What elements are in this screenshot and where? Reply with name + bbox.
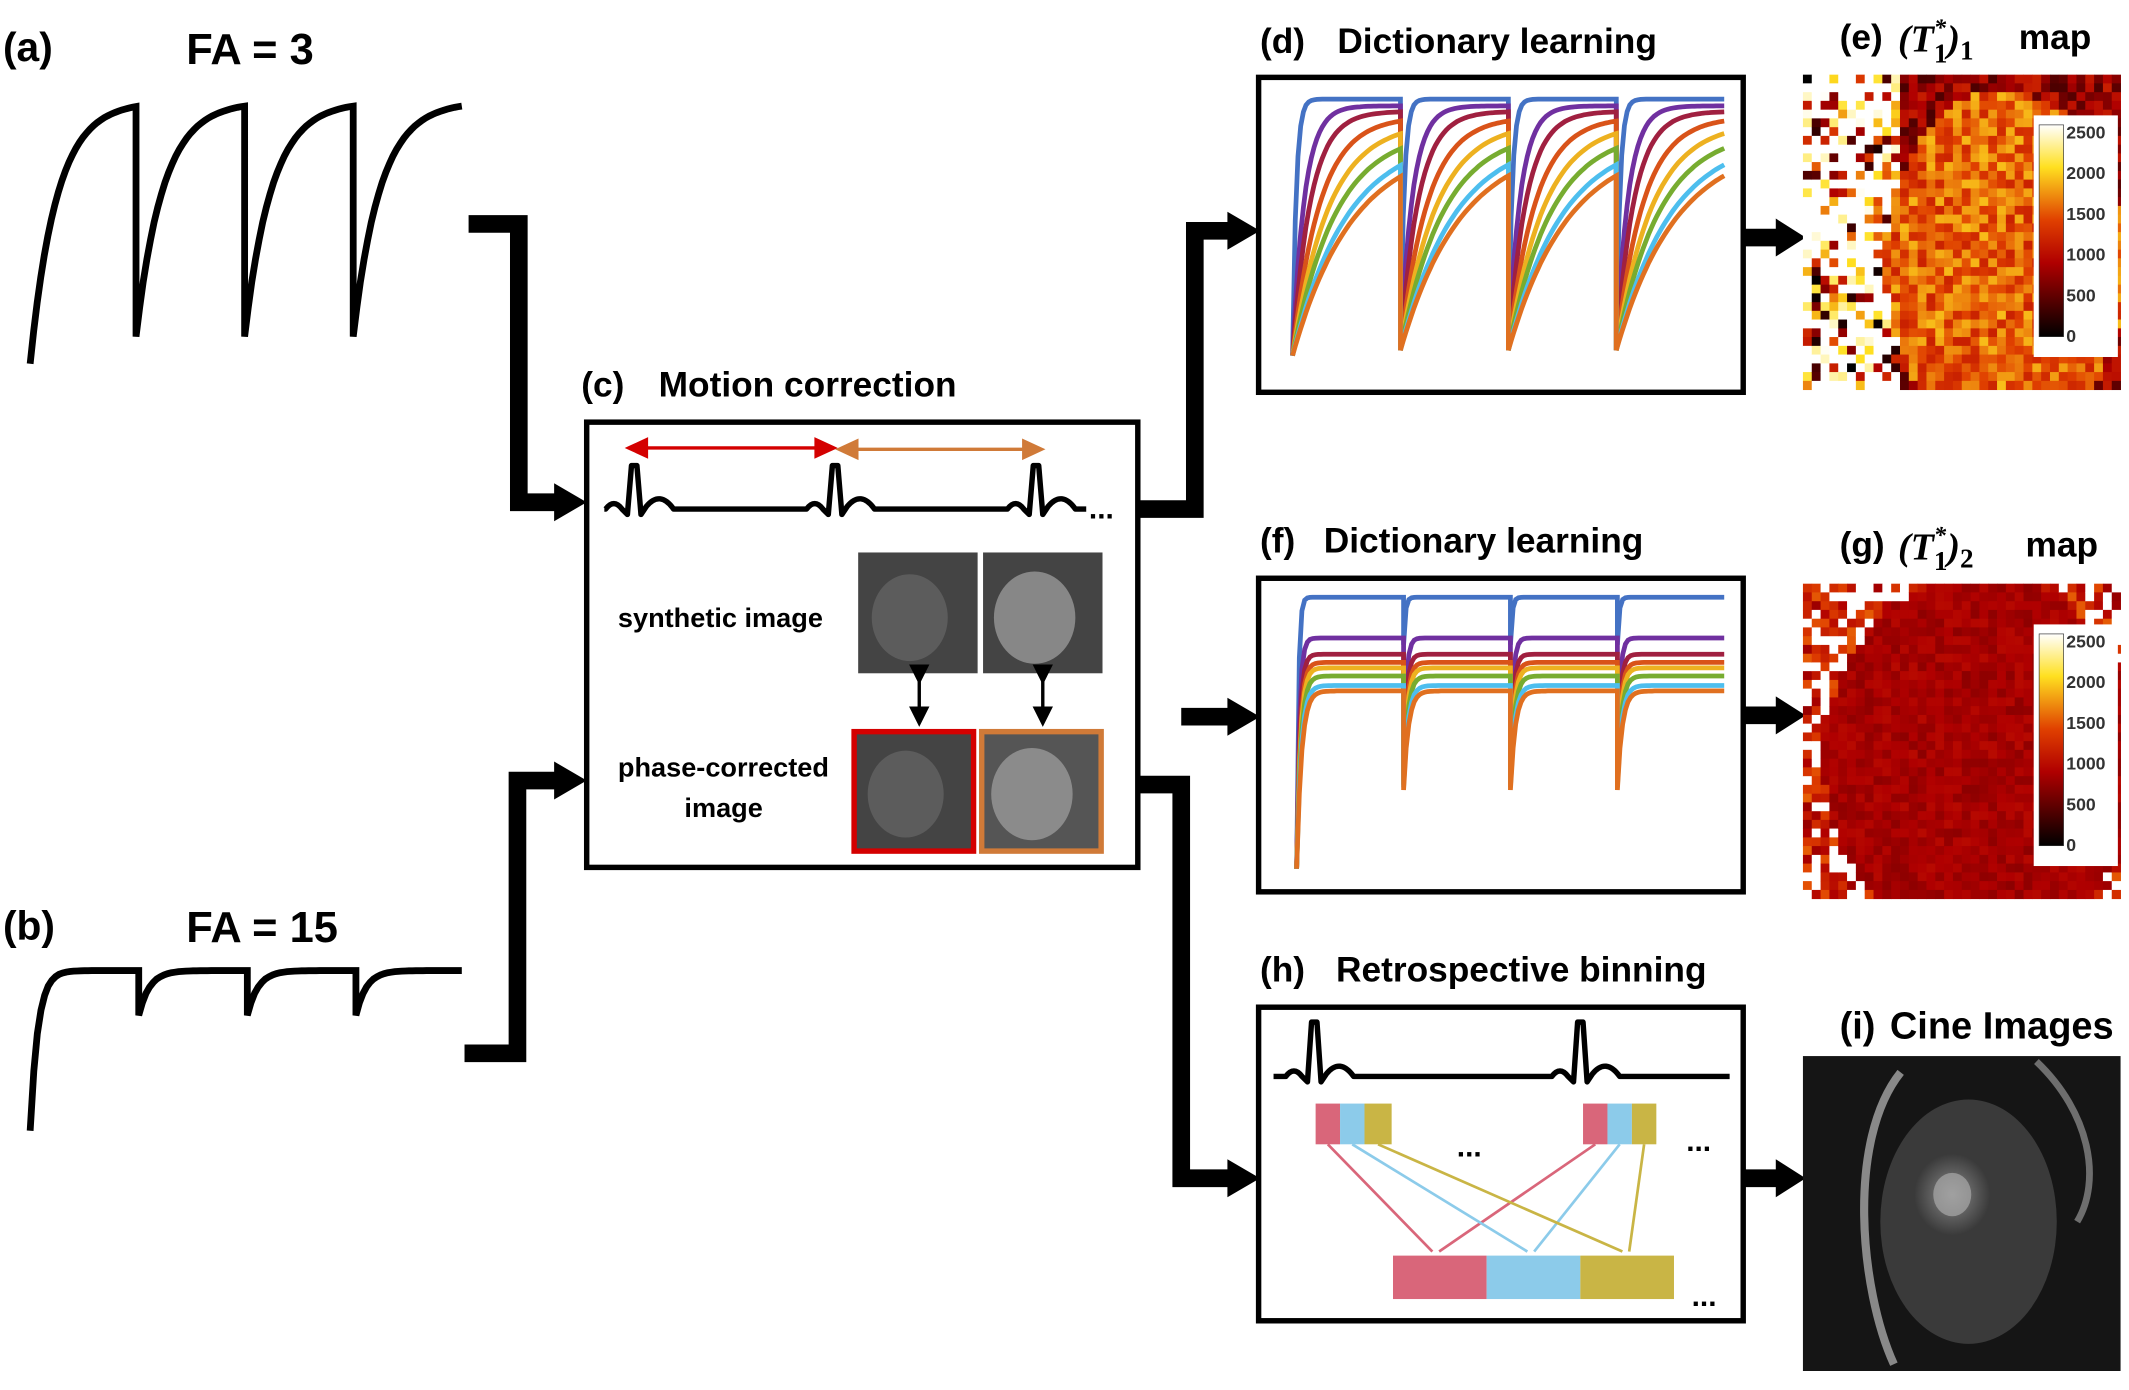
colorbar-tick: 1500 <box>2066 713 2105 733</box>
panel-b-title: FA = 15 <box>186 904 338 952</box>
colorbar-tick: 500 <box>2066 285 2096 305</box>
colorbar <box>2038 124 2064 337</box>
cardiac-phase-bins <box>1392 1255 1674 1300</box>
panel-g-title: (T*1)2 map <box>1898 522 2098 576</box>
bins-ellipsis-3: ... <box>1692 1280 1717 1313</box>
t1-map-2: 2500 2000 1500 1000 500 0 <box>1802 583 2121 900</box>
panel-f-title: Dictionary learning <box>1324 521 1644 560</box>
match-arrows <box>909 664 1053 727</box>
svg-text:map: map <box>2019 18 2092 57</box>
dictionary-curves-f <box>1294 594 1725 869</box>
bins-ellipsis-1: ... <box>1457 1131 1482 1164</box>
dictionary-d-curve <box>1290 171 1726 357</box>
phase-corrected-image-2 <box>978 728 1104 854</box>
signal-curve-fa15 <box>26 967 462 1131</box>
phase-corrected-label-2: image <box>684 792 762 823</box>
panel-e-label: (e) <box>1840 18 1883 57</box>
panel-a-title: FA = 3 <box>186 26 314 74</box>
colorbar-tick: 0 <box>2066 326 2076 346</box>
panel-i-label: (i) <box>1840 1005 1876 1047</box>
panel-e-title: (T*1)1 map <box>1898 14 2091 68</box>
bins-ellipsis-2: ... <box>1686 1125 1711 1158</box>
phase-corrected-label-1: phase-corrected <box>618 751 829 782</box>
panel-i-title: Cine Images <box>1890 1005 2114 1047</box>
svg-text:(T*1)2: (T*1)2 <box>1898 522 1974 576</box>
panel-f-label: (f) <box>1260 521 1295 560</box>
svg-text:(T*1)1: (T*1)1 <box>1898 14 1974 68</box>
ecg-trace <box>602 462 1087 518</box>
colorbar-tick: 2500 <box>2066 631 2105 651</box>
panel-a-label: (a) <box>3 24 53 70</box>
cine-image <box>1802 1056 2121 1371</box>
binning-arrows <box>1326 1143 1646 1253</box>
bins-beat-2 <box>1583 1103 1657 1145</box>
colorbar-tick: 2000 <box>2066 672 2105 692</box>
synthetic-image-2 <box>983 552 1103 674</box>
dictionary-curves-d <box>1290 96 1726 357</box>
panel-g-label: (g) <box>1840 526 1885 565</box>
colorbar-tick: 2500 <box>2066 122 2105 142</box>
bins-beat-1 <box>1315 1103 1392 1145</box>
colorbar-tick: 1500 <box>2066 204 2105 224</box>
colorbar-tick: 2000 <box>2066 163 2105 183</box>
ecg-trace-binning <box>1273 1019 1730 1085</box>
panel-d-title: Dictionary learning <box>1337 22 1657 61</box>
colorbar-tick: 1000 <box>2066 754 2105 774</box>
panel-h-label: (h) <box>1260 950 1305 989</box>
rr-interval-orange-arrow <box>835 438 1046 461</box>
synthetic-image-label: synthetic image <box>618 602 823 633</box>
panel-b-label: (b) <box>3 902 55 948</box>
arrow-heads <box>554 211 1806 1198</box>
synthetic-image-1 <box>858 552 978 674</box>
ecg-ellipsis: ... <box>1089 493 1114 526</box>
colorbar-tick: 500 <box>2066 794 2096 814</box>
colorbar <box>2038 633 2064 847</box>
dictionary-f-curve <box>1294 594 1725 869</box>
panel-c-label: (c) <box>581 365 624 404</box>
t1-map-1: 2500 2000 1500 1000 500 0 <box>1802 74 2121 391</box>
svg-text:map: map <box>2026 526 2099 565</box>
panel-d-label: (d) <box>1260 22 1305 61</box>
panel-h-title: Retrospective binning <box>1336 950 1707 989</box>
dictionary-box-f <box>1255 575 1746 895</box>
panel-c-title: Motion correction <box>659 365 957 404</box>
phase-corrected-image-1 <box>851 728 977 854</box>
colorbar-tick: 0 <box>2066 835 2076 855</box>
flow-arrows <box>464 215 1782 1188</box>
rr-interval-red-arrow <box>624 437 838 459</box>
dictionary-f-curve <box>1294 688 1725 869</box>
colorbar-tick: 1000 <box>2066 245 2105 265</box>
signal-curve-fa3 <box>26 102 463 365</box>
